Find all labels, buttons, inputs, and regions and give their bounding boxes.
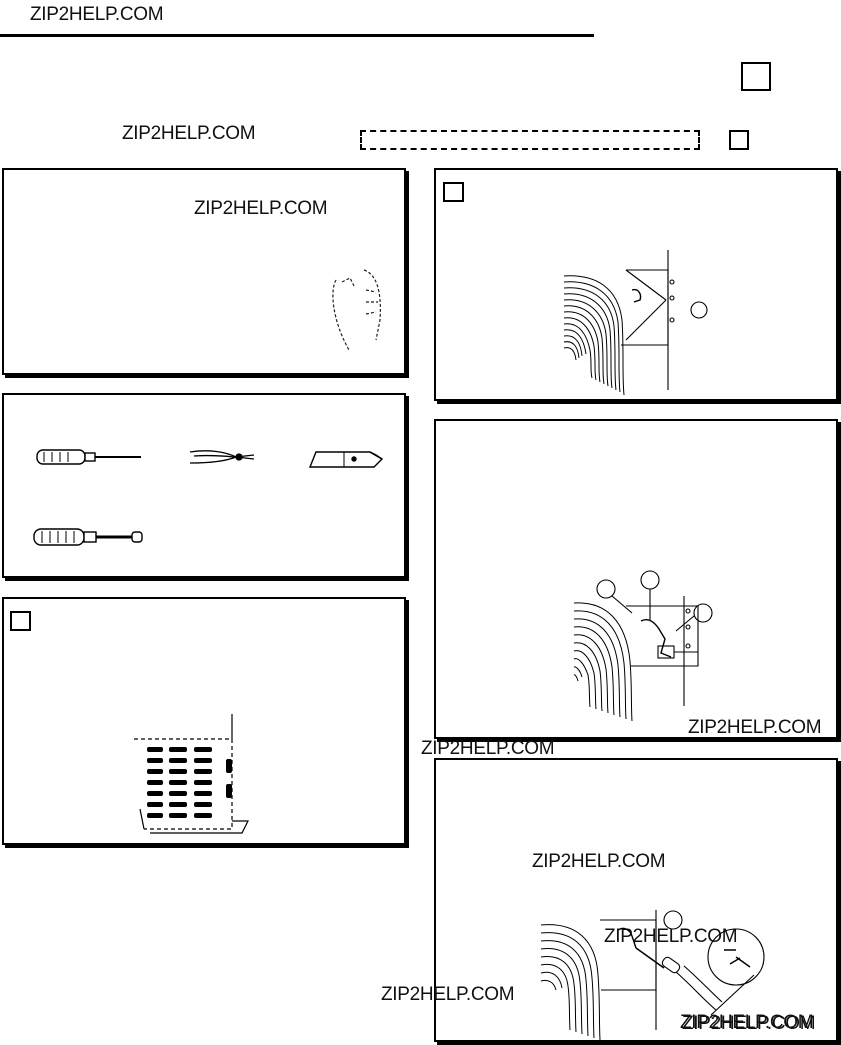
watermark-1: ZIP2HELP.COM xyxy=(122,123,256,144)
step-box-small xyxy=(729,130,749,150)
header-rule xyxy=(0,34,594,37)
header-watermark: ZIP2HELP.COM xyxy=(30,4,164,25)
watermark-8: ZIP2HELP.COM xyxy=(381,984,515,1005)
watermark-5: ZIP2HELP.COM xyxy=(604,926,738,947)
unit-interior-illustration xyxy=(573,570,713,721)
phillips-screwdriver-icon xyxy=(36,449,141,465)
panel-step-3: ZIP2HELP.COM ZIP2HELP.COM ZIP2HELP.COM xyxy=(434,758,838,1042)
dashed-field xyxy=(360,130,700,150)
panel-step-1 xyxy=(434,168,838,401)
watermark-2: ZIP2HELP.COM xyxy=(194,198,328,219)
pliers-icon xyxy=(189,450,255,464)
step-box-top xyxy=(741,62,771,91)
watermark-3: ZIP2HELP.COM xyxy=(688,717,822,738)
nut-driver-icon xyxy=(33,528,143,546)
step-box-1 xyxy=(443,182,464,202)
panel-grille xyxy=(2,597,406,845)
step-box-grille xyxy=(10,611,31,631)
unit-screw-illustration xyxy=(540,910,765,1040)
watermark-9: ZIP2HELP.COM xyxy=(680,1012,814,1033)
panel-step-2: ZIP2HELP.COM xyxy=(434,419,838,739)
watermark-7: ZIP2HELP.COM xyxy=(421,738,555,759)
unit-open-illustration xyxy=(563,250,708,396)
utility-knife-icon xyxy=(308,451,384,468)
clip-illustration xyxy=(332,269,381,351)
panel-intro: ZIP2HELP.COM xyxy=(2,168,406,375)
watermark-6: ZIP2HELP.COM xyxy=(682,1013,816,1034)
panel-tools xyxy=(2,393,406,578)
grille-illustration xyxy=(134,714,249,834)
watermark-4: ZIP2HELP.COM xyxy=(532,851,666,872)
